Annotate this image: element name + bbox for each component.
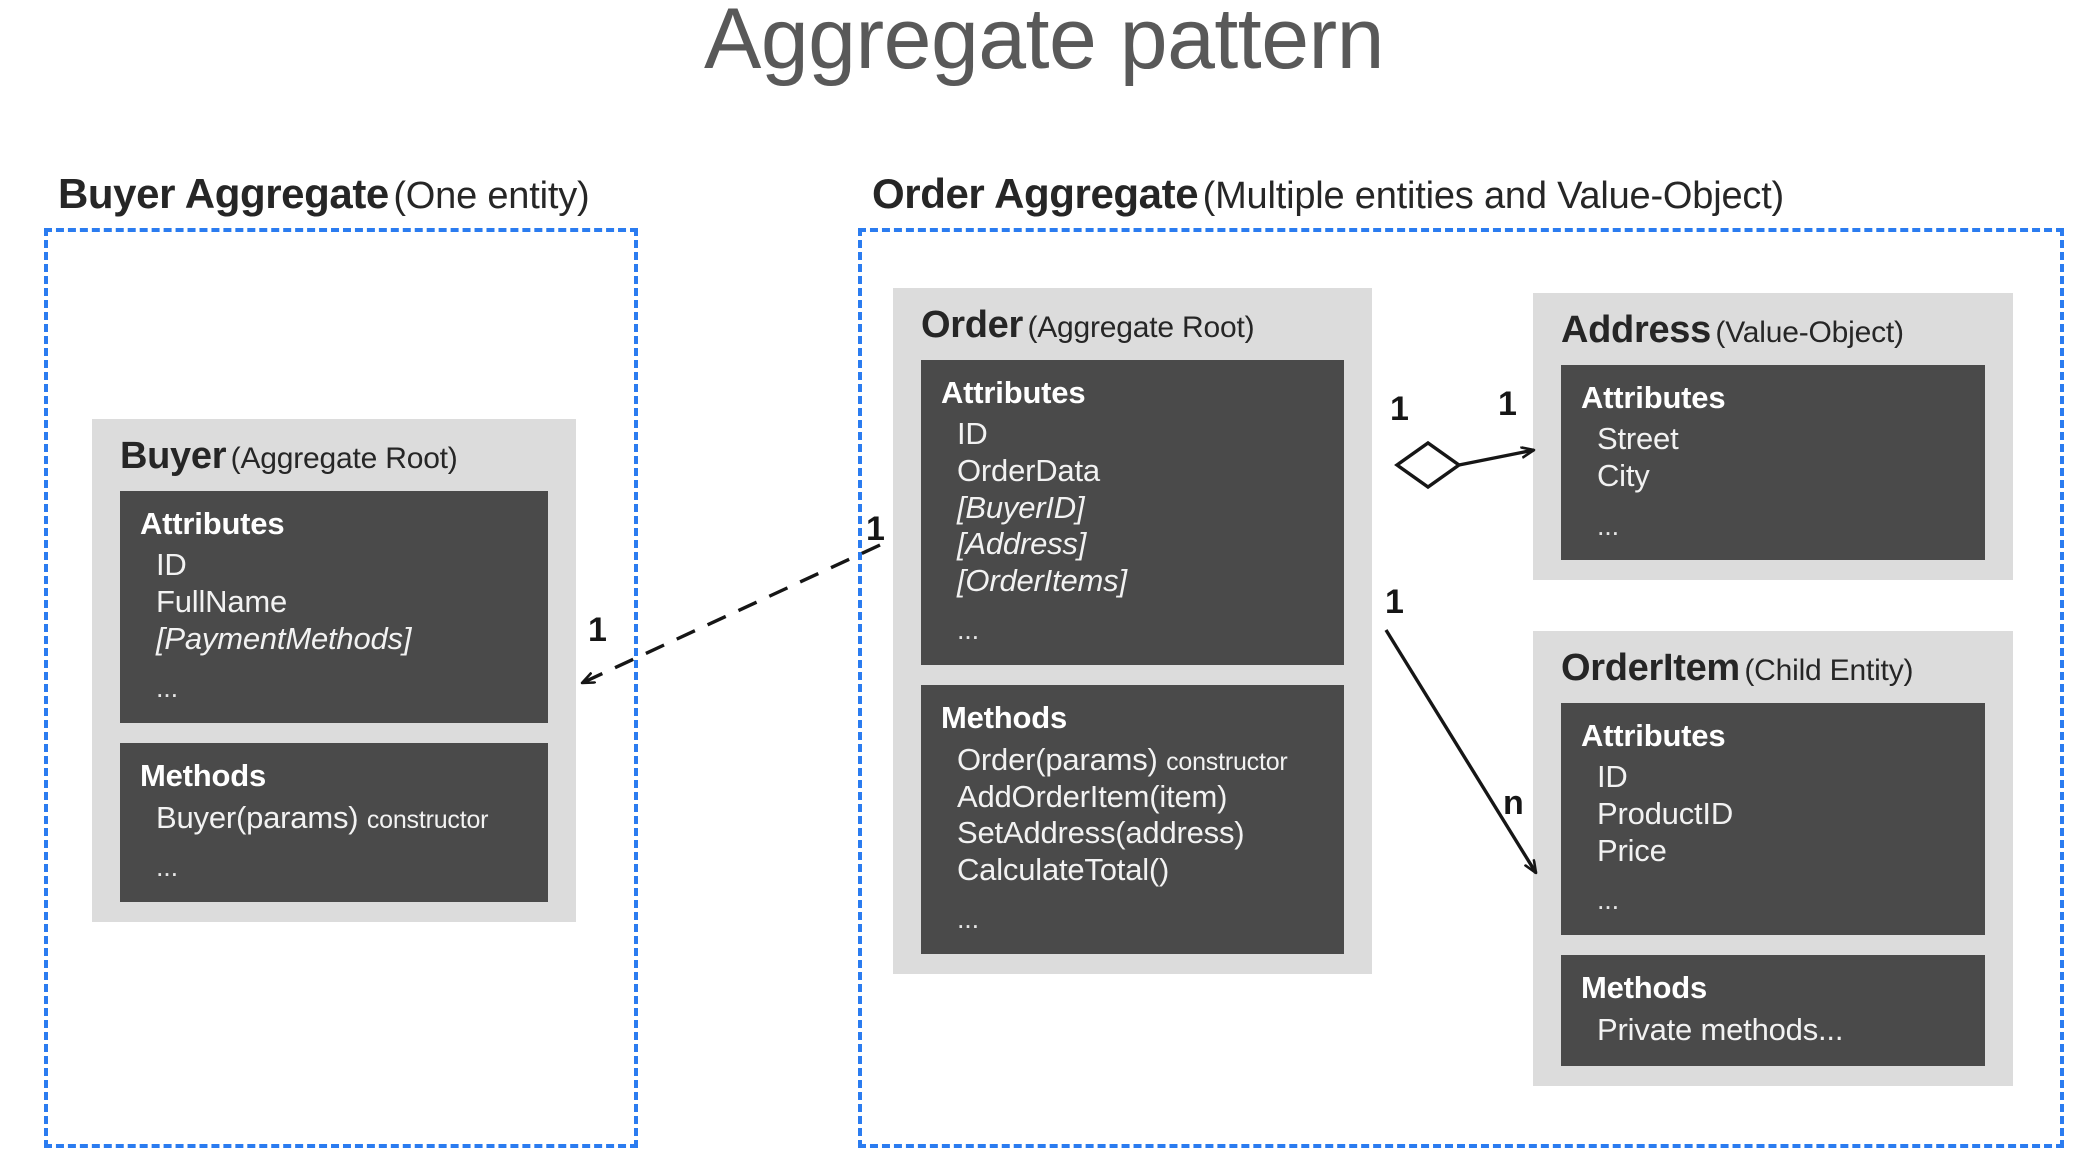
orderitem-stereotype: (Child Entity) (1744, 654, 1914, 687)
buyer-methods-list: Buyer(params) constructor ... (120, 800, 548, 884)
buyer-attributes-section: Attributes ID FullName [PaymentMethods] … (120, 490, 548, 724)
method-signature: Buyer(params) (156, 799, 359, 835)
address-name: Address (1561, 309, 1711, 351)
list-item: FullName (156, 584, 288, 620)
entity-card-buyer: Buyer (Aggregate Root) Attributes ID Ful… (92, 419, 576, 923)
method-note: constructor (1166, 747, 1288, 776)
buyer-aggregate-subtitle: (One entity) (393, 175, 590, 217)
entity-card-orderitem: OrderItem (Child Entity) Attributes ID P… (1533, 631, 2013, 1087)
list-item: CalculateTotal() (957, 851, 1170, 887)
list-item: SetAddress(address) (957, 815, 1245, 851)
buyer-attributes-list: ID FullName [PaymentMethods] ... (120, 547, 548, 705)
order-methods-title: Methods (941, 700, 1068, 736)
method-note: constructor (366, 805, 489, 834)
buyer-stereotype: (Aggregate Root) (230, 442, 458, 475)
list-item: ... (1597, 885, 1619, 916)
entity-card-address: Address (Value-Object) Attributes Street… (1533, 293, 2013, 581)
address-attributes-title: Attributes (1581, 379, 1726, 415)
order-attributes-title: Attributes (941, 374, 1086, 410)
orderitem-methods-title: Methods (1581, 970, 1708, 1006)
multiplicity-order-to-address-source: 1 (1390, 390, 1409, 428)
buyer-title: Buyer (Aggregate Root) (92, 435, 576, 479)
address-attributes-section: Attributes Street City ... (1561, 364, 1985, 561)
list-item: ID (1597, 759, 1628, 795)
multiplicity-order-to-buyer-target: 1 (588, 611, 607, 649)
orderitem-title: OrderItem (Child Entity) (1533, 647, 2013, 691)
list-item: Buyer(params) constructor (156, 800, 548, 837)
list-item: ... (156, 852, 178, 883)
list-item: ... (957, 615, 979, 646)
order-aggregate-subtitle: (Multiple entities and Value-Object) (1202, 175, 1785, 217)
entity-card-order: Order (Aggregate Root) Attributes ID Ord… (893, 288, 1372, 975)
page-title: Aggregate pattern (703, 0, 1385, 87)
address-attributes-list: Street City ... (1561, 421, 1985, 542)
order-aggregate-heading: Order Aggregate (Multiple entities and V… (872, 170, 1785, 217)
buyer-name: Buyer (120, 435, 227, 477)
buyer-methods-title: Methods (140, 758, 267, 794)
multiplicity-order-to-buyer-source: 1 (866, 510, 885, 548)
multiplicity-order-to-orderitem-target: n (1503, 784, 1524, 822)
order-aggregate-boundary (858, 228, 2064, 1148)
list-item: ID (156, 547, 187, 583)
multiplicity-order-to-address-target: 1 (1498, 385, 1517, 423)
orderitem-attributes-section: Attributes ID ProductID Price ... (1561, 702, 1985, 936)
order-methods-section: Methods Order(params) constructor AddOrd… (921, 685, 1344, 955)
list-item: [BuyerID] (957, 489, 1085, 525)
multiplicity-order-to-orderitem-source: 1 (1385, 583, 1404, 621)
buyer-aggregate-name: Buyer Aggregate (58, 170, 389, 217)
list-item: ... (957, 904, 979, 935)
address-title: Address (Value-Object) (1533, 309, 2013, 353)
orderitem-attributes-title: Attributes (1581, 717, 1726, 753)
list-item: Price (1597, 832, 1667, 868)
buyer-aggregate-heading: Buyer Aggregate (One entity) (58, 170, 590, 217)
list-item: ProductID (1597, 796, 1734, 832)
order-attributes-section: Attributes ID OrderData [BuyerID] [Addre… (921, 359, 1344, 666)
list-item: Private methods... (1597, 1011, 1844, 1047)
orderitem-methods-section: Methods Private methods... (1561, 955, 1985, 1067)
orderitem-methods-list: Private methods... (1561, 1012, 1985, 1049)
order-attributes-list: ID OrderData [BuyerID] [Address] [OrderI… (921, 416, 1344, 647)
list-item: [PaymentMethods] (156, 620, 412, 656)
list-item: City (1597, 458, 1650, 494)
order-stereotype: (Aggregate Root) (1027, 311, 1255, 344)
list-item: Street (1597, 421, 1679, 457)
list-item: ID (957, 416, 988, 452)
address-stereotype: (Value-Object) (1715, 316, 1904, 349)
list-item: AddOrderItem(item) (957, 778, 1228, 814)
order-title: Order (Aggregate Root) (893, 304, 1372, 348)
buyer-attributes-title: Attributes (140, 505, 285, 541)
buyer-aggregate-boundary (44, 228, 638, 1148)
list-item: ... (1597, 510, 1619, 541)
list-item: Order(params) constructor (957, 742, 1344, 779)
list-item: ... (156, 673, 178, 704)
order-methods-list: Order(params) constructor AddOrderItem(i… (921, 742, 1344, 936)
buyer-methods-section: Methods Buyer(params) constructor ... (120, 743, 548, 903)
orderitem-attributes-list: ID ProductID Price ... (1561, 759, 1985, 917)
list-item: OrderData (957, 453, 1100, 489)
list-item: [Address] (957, 526, 1087, 562)
order-aggregate-name: Order Aggregate (872, 170, 1199, 217)
order-name: Order (921, 304, 1023, 346)
method-signature: Order(params) (957, 741, 1158, 777)
list-item: [OrderItems] (957, 562, 1127, 598)
orderitem-name: OrderItem (1561, 647, 1740, 689)
